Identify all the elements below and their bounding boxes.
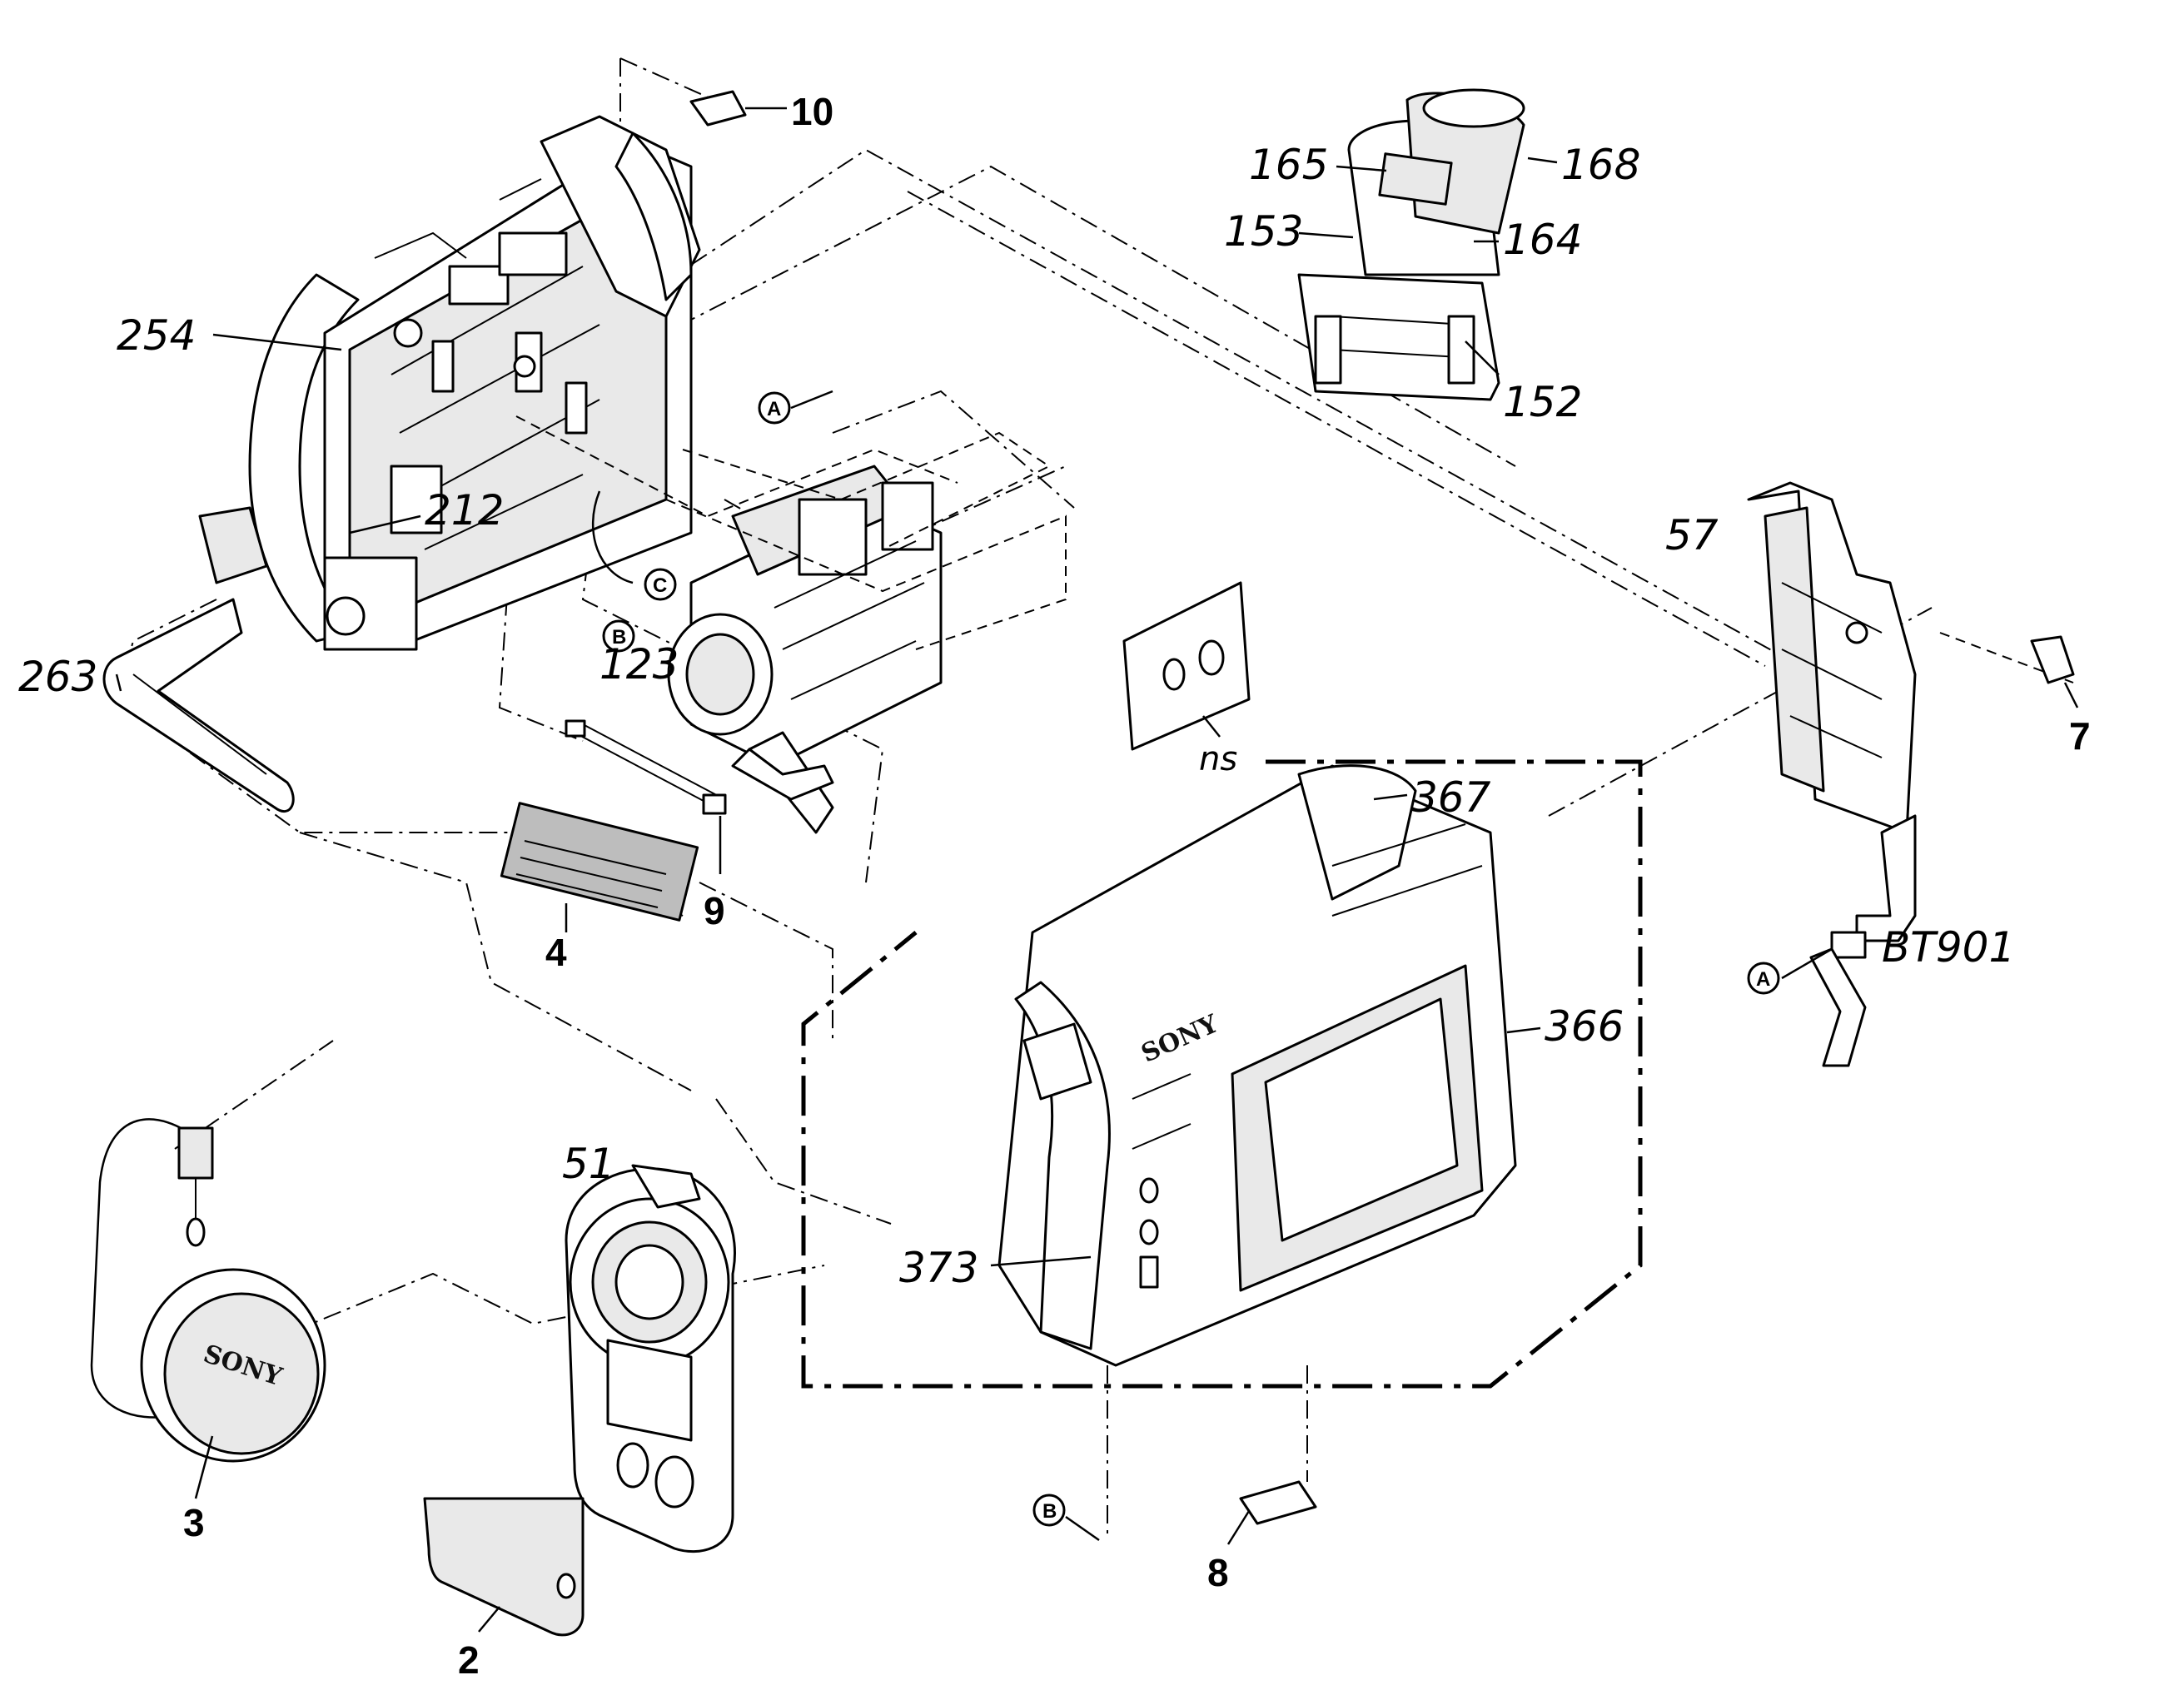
- part-label-ns: ns: [1199, 740, 1237, 778]
- front-panel-51: [565, 1164, 736, 1553]
- bracket-8: [1239, 1480, 1317, 1525]
- shield-plate-ns: [1122, 581, 1251, 751]
- viewfinder-assembly: [1297, 88, 1525, 401]
- svg-text:C: C: [653, 574, 667, 597]
- connector-cable-9: [565, 719, 727, 815]
- lens-cap-assembly: SONY: [90, 1118, 326, 1463]
- connector-a-upper: A: [758, 391, 791, 425]
- part-label-164: 164: [1503, 216, 1582, 264]
- connector-a-lower: A: [1747, 962, 1780, 995]
- part-label-366: 366: [1545, 1002, 1624, 1051]
- bracket-10: [689, 90, 747, 127]
- svg-text:A: A: [1756, 968, 1770, 991]
- connector-markers: A C B A B: [602, 390, 1833, 1542]
- part-label-bt901: BT901: [1882, 923, 2015, 972]
- connector-b-upper: B: [602, 619, 635, 653]
- part-label-152: 152: [1503, 378, 1582, 426]
- cabinet-left-assembly: SONY: [801, 759, 1643, 1389]
- hand-strap: [102, 598, 295, 813]
- camera-block-assembly: [667, 465, 943, 834]
- svg-text:B: B: [612, 626, 626, 649]
- part-label-367: 367: [1411, 773, 1491, 822]
- connector-b-lower: B: [1032, 1494, 1066, 1527]
- cabinet-right-57: [1747, 481, 1917, 959]
- part-label-10: 10: [791, 90, 833, 133]
- part-labels: 10 165 168 153 164 152 254 212 263 123 n…: [18, 90, 2091, 1682]
- part-label-9: 9: [704, 889, 725, 932]
- bracket-7: [2030, 635, 2075, 684]
- part-label-57: 57: [1665, 511, 1719, 559]
- part-label-8: 8: [1207, 1551, 1229, 1594]
- label-sticker-4: [500, 802, 699, 922]
- part-label-373: 373: [899, 1244, 978, 1292]
- connector-c: C: [644, 568, 677, 601]
- part-label-263: 263: [18, 653, 97, 701]
- svg-text:A: A: [767, 398, 781, 420]
- part-label-3: 3: [183, 1501, 205, 1544]
- main-chassis-assembly: [198, 115, 701, 651]
- part-label-254: 254: [117, 311, 196, 360]
- part-label-153: 153: [1224, 207, 1303, 256]
- part-label-51: 51: [562, 1140, 615, 1188]
- battery-terminal-flex: [1809, 947, 1867, 1067]
- part-label-168: 168: [1561, 141, 1640, 189]
- part-label-212: 212: [425, 486, 504, 534]
- part-label-123: 123: [599, 640, 679, 688]
- leader-lines: [115, 107, 2079, 1633]
- svg-text:B: B: [1042, 1500, 1057, 1523]
- part-label-4: 4: [545, 931, 567, 974]
- cover-2: [423, 1497, 585, 1637]
- part-label-165: 165: [1249, 141, 1328, 189]
- part-label-2: 2: [458, 1638, 480, 1682]
- flex-cable-routes: [515, 415, 1067, 650]
- part-label-7: 7: [2069, 714, 2091, 758]
